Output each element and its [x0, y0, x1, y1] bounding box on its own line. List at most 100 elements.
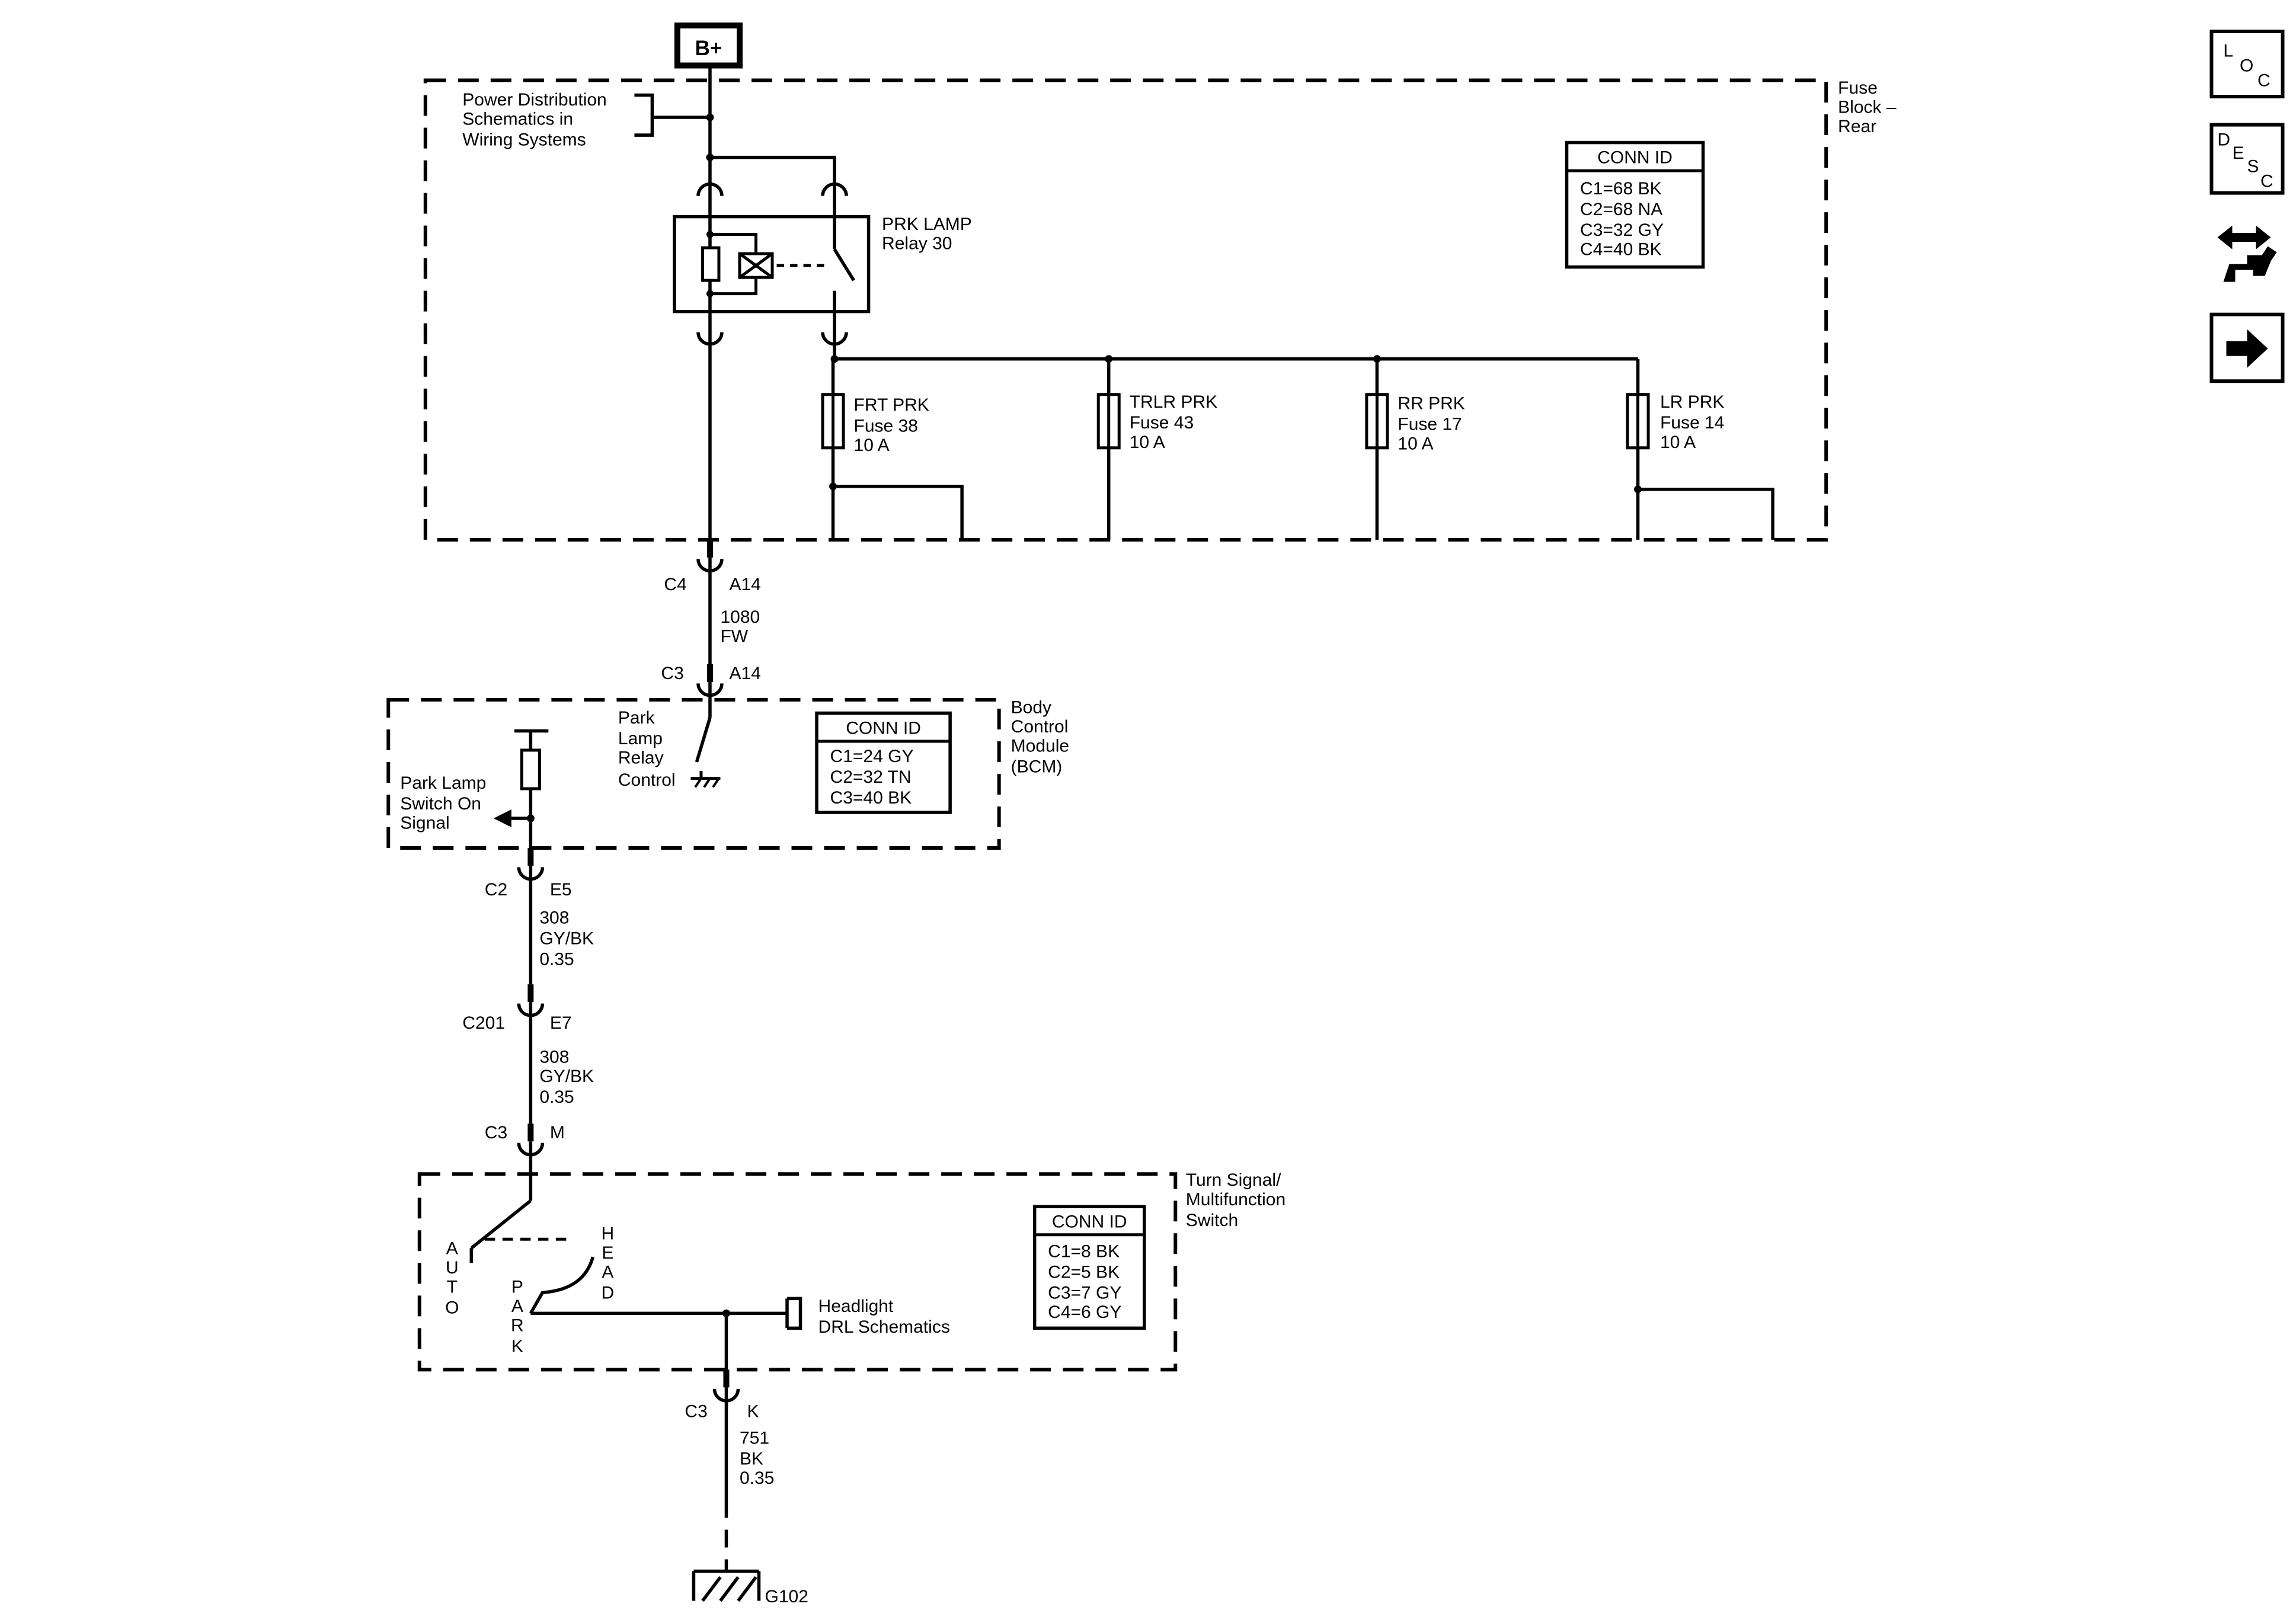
svg-text:Schematics in: Schematics in: [462, 110, 573, 129]
svg-text:O: O: [2240, 56, 2253, 76]
fuse-block-frame: [423, 78, 1828, 542]
svg-text:P: P: [511, 1277, 523, 1297]
svg-text:C4: C4: [664, 575, 686, 594]
svg-text:308: 308: [539, 1048, 569, 1067]
svg-text:FW: FW: [720, 626, 748, 646]
connector-c3-bcm: C3 A14: [661, 664, 760, 683]
prk-lamp-relay: PRK LAMP Relay 30: [673, 215, 972, 313]
svg-text:C2: C2: [485, 880, 507, 900]
svg-text:Fuse 43: Fuse 43: [1130, 413, 1194, 433]
bcm-relay-control: Park Lamp Relay Control: [618, 699, 721, 790]
svg-text:LR PRK: LR PRK: [1660, 392, 1724, 412]
svg-text:Wiring Systems: Wiring Systems: [462, 130, 586, 150]
connector-c3-k: C3 K: [685, 1401, 759, 1421]
svg-text:O: O: [445, 1298, 459, 1317]
svg-text:C: C: [2260, 172, 2273, 191]
headlight-drl-reference[interactable]: Headlight DRL Schematics: [818, 1297, 950, 1337]
svg-text:Turn Signal/: Turn Signal/: [1186, 1170, 1281, 1190]
svg-text:10 A: 10 A: [1130, 433, 1165, 452]
wire-308: [517, 848, 545, 1174]
svg-text:Control: Control: [1011, 717, 1069, 737]
svg-text:Switch: Switch: [1186, 1211, 1238, 1230]
svg-text:G102: G102: [765, 1587, 808, 1606]
main-feed: [706, 65, 836, 178]
svg-text:Block –: Block –: [1838, 98, 1897, 117]
svg-text:H: H: [602, 1224, 615, 1243]
svg-text:U: U: [446, 1258, 459, 1278]
svg-text:E7: E7: [550, 1013, 572, 1033]
bcm-switch-signal: Park Lamp Switch On Signal: [400, 729, 549, 866]
wire-751: [712, 1313, 740, 1571]
svg-text:1080: 1080: [720, 607, 760, 627]
svg-text:M: M: [550, 1123, 565, 1142]
power-distribution-reference[interactable]: Power Distribution Schematics in Wiring …: [462, 90, 710, 150]
svg-text:C1=8 BK: C1=8 BK: [1048, 1241, 1120, 1261]
relay-terminals: [696, 178, 848, 346]
svg-text:C1=68 BK: C1=68 BK: [1580, 179, 1662, 199]
svg-text:Multifunction: Multifunction: [1186, 1190, 1285, 1209]
svg-text:CONN ID: CONN ID: [1597, 148, 1673, 168]
svg-text:C2=32 TN: C2=32 TN: [830, 767, 912, 787]
svg-text:10 A: 10 A: [1398, 434, 1433, 453]
headlamp-switch: A U T O P A R K H E A D Headlight DRL Sc…: [445, 1174, 950, 1356]
svg-text:Headlight: Headlight: [818, 1297, 894, 1316]
svg-text:Relay 30: Relay 30: [882, 234, 952, 254]
battery-label: B+: [695, 37, 722, 60]
svg-text:GY/BK: GY/BK: [539, 1067, 594, 1086]
fuse-block-title: Fuse Block – Rear: [1838, 78, 1897, 136]
svg-text:C3: C3: [661, 664, 683, 683]
svg-text:E5: E5: [550, 880, 572, 900]
desc-button[interactable]: D E S C: [2209, 123, 2285, 195]
head-position-label: H E A D: [602, 1224, 615, 1302]
svg-text:C4=6 GY: C4=6 GY: [1048, 1302, 1121, 1322]
connector-tools-icon: [2217, 225, 2277, 282]
tsm-frame: [417, 1172, 1178, 1372]
svg-text:C3=7 GY: C3=7 GY: [1048, 1283, 1121, 1302]
fuse-lr-prk: LR PRK Fuse 14 10 A: [1626, 359, 1774, 540]
connector-c201: C201 E7: [462, 1013, 571, 1033]
loc-icon: L O C: [2223, 41, 2270, 91]
svg-text:Fuse: Fuse: [1838, 78, 1878, 98]
svg-text:Control: Control: [618, 770, 676, 790]
svg-text:(BCM): (BCM): [1011, 757, 1063, 776]
svg-text:C201: C201: [462, 1013, 505, 1033]
svg-text:0.35: 0.35: [740, 1468, 774, 1488]
svg-text:C3=32 GY: C3=32 GY: [1580, 220, 1664, 240]
svg-text:10 A: 10 A: [854, 436, 890, 455]
svg-text:Power Distribution: Power Distribution: [462, 90, 606, 110]
svg-text:D: D: [602, 1283, 615, 1302]
svg-text:CONN ID: CONN ID: [846, 718, 921, 738]
svg-text:A: A: [511, 1297, 523, 1316]
bcm-conn-id: CONN ID C1=24 GY C2=32 TN C3=40 BK: [815, 711, 952, 814]
relay-label: PRK LAMP: [882, 215, 972, 234]
next-button[interactable]: [2209, 312, 2285, 383]
svg-text:CONN ID: CONN ID: [1052, 1212, 1127, 1231]
fuse-bus: [830, 344, 1638, 363]
svg-text:A: A: [446, 1238, 458, 1258]
svg-text:Lamp: Lamp: [618, 729, 663, 748]
svg-text:A14: A14: [729, 575, 760, 594]
svg-text:C3=40 BK: C3=40 BK: [830, 788, 912, 808]
connector-tools-button[interactable]: [2217, 225, 2277, 282]
svg-text:Park: Park: [618, 708, 655, 728]
svg-text:DRL Schematics: DRL Schematics: [818, 1317, 950, 1337]
svg-text:BK: BK: [740, 1449, 763, 1468]
svg-text:Body: Body: [1011, 697, 1051, 717]
svg-text:C2=5 BK: C2=5 BK: [1048, 1262, 1120, 1282]
svg-text:C1=24 GY: C1=24 GY: [830, 747, 914, 766]
auto-position-label: A U T O: [445, 1238, 459, 1317]
signal-arrow-icon: [493, 809, 511, 828]
svg-text:K: K: [511, 1336, 523, 1356]
desc-icon: D E S C: [2217, 130, 2273, 191]
svg-text:S: S: [2247, 157, 2259, 177]
bcm-title: Body Control Module (BCM): [1011, 697, 1069, 776]
fuse-trlr-prk: TRLR PRK Fuse 43 10 A: [1096, 359, 1217, 540]
svg-text:T: T: [447, 1277, 458, 1297]
svg-text:E: E: [2232, 143, 2244, 163]
ground-g102: G102: [692, 1569, 808, 1606]
svg-text:GY/BK: GY/BK: [539, 929, 594, 949]
loc-button[interactable]: L O C: [2209, 29, 2285, 99]
park-position-label: P A R K: [511, 1277, 524, 1356]
svg-text:K: K: [747, 1401, 759, 1421]
